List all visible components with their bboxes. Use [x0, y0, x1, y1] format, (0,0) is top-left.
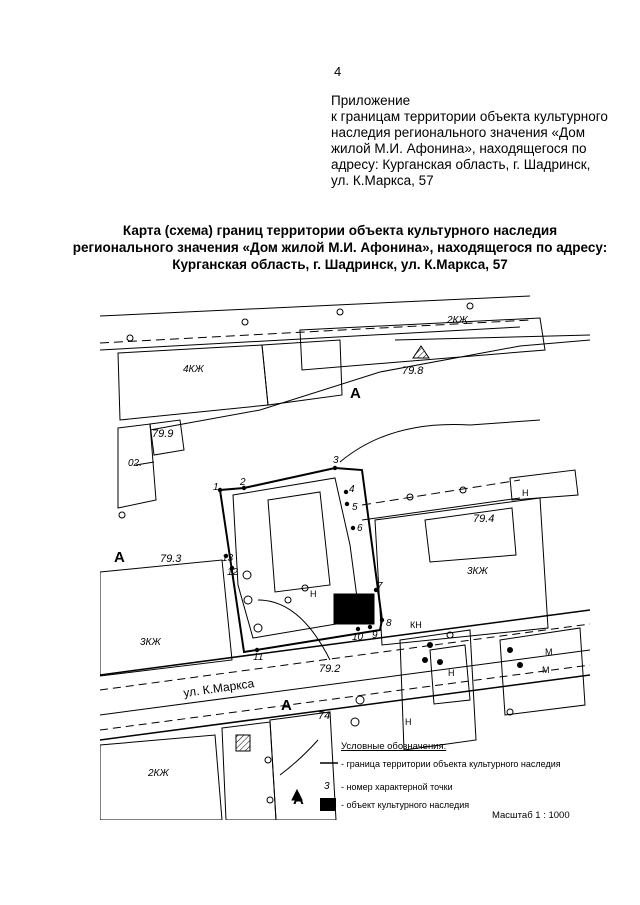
point-number: 2: [239, 477, 246, 488]
street-dashed: [361, 479, 521, 506]
building: [100, 734, 223, 820]
elevation-label: 79.8: [402, 365, 424, 377]
building: [299, 317, 546, 371]
building: [261, 339, 343, 406]
legend-item: - объект культурного наследия: [341, 800, 470, 810]
lot-line: [135, 461, 155, 466]
point-number: 7: [377, 581, 383, 592]
building: [509, 469, 579, 501]
building: [424, 507, 517, 563]
building-outline: [267, 491, 331, 593]
street-dashed: [100, 623, 590, 691]
street-edge: [100, 674, 590, 741]
legend-fill-symbol: [320, 798, 336, 811]
street-edge: [361, 497, 521, 521]
page-number: 4: [334, 64, 342, 79]
parcel-boundary: [149, 339, 590, 431]
building: [269, 711, 337, 820]
building-label: 3КЖ: [467, 566, 488, 577]
zone-letter: А: [293, 791, 304, 808]
elevation-label: 79.4: [473, 513, 494, 525]
street-name: ул. К.Маркса: [182, 676, 255, 700]
building: [399, 629, 477, 751]
building: [149, 419, 185, 456]
legend-number-symbol: 3: [324, 781, 330, 792]
point-number: 12: [227, 567, 239, 578]
annex-line: жилой М.И. Афонина», находящегося по: [331, 141, 587, 156]
elevation-label: 79.3: [160, 553, 182, 565]
zone-letter: А: [350, 385, 361, 402]
street-edge: [100, 649, 590, 716]
curved-line: [339, 419, 541, 463]
annex-line: адресу: Курганская область, г. Шадринск,: [331, 157, 591, 172]
annex-line: наследия регионального значения «Дом: [331, 125, 586, 140]
point-number: 3: [333, 455, 339, 466]
point-number: 10: [352, 632, 364, 643]
lot-line: [394, 334, 590, 341]
survey-mark: [412, 345, 430, 359]
building-label: 2КЖ: [147, 768, 169, 779]
zone-letter: А: [114, 549, 125, 566]
point-number: 13: [222, 553, 234, 564]
hatched-area: [235, 734, 251, 752]
heritage-object: [333, 593, 375, 625]
legend-title: Условные обозначения:: [341, 741, 447, 752]
legend-item: - граница территории объекта культурного…: [341, 759, 561, 769]
elevation-label: 79.2: [319, 663, 340, 675]
survey-mark: [291, 788, 303, 801]
building: [429, 644, 471, 705]
building-label: 02.: [128, 458, 142, 469]
point-number: 9: [372, 630, 378, 641]
curved-line: [257, 599, 331, 661]
building: [221, 721, 277, 820]
building: [117, 423, 157, 509]
annex-heading: Приложение: [331, 93, 411, 108]
curved-line: [279, 739, 319, 776]
map-scale: Масштаб 1 : 1000: [492, 810, 570, 821]
building-label: 4КЖ: [183, 364, 204, 375]
street-edge: [100, 326, 521, 351]
annex-note: Приложение к границам территории объекта…: [331, 93, 621, 189]
map-title-line: Карта (схема) границ территории объекта …: [122, 223, 558, 238]
building-label: 3КЖ: [140, 637, 161, 648]
building: [117, 344, 269, 421]
elevation-label: 74: [318, 710, 330, 722]
building-label: М: [545, 647, 553, 657]
characteristic-points: [217, 465, 385, 653]
map-title-line: Курганская область, г. Шадринск, ул. К.М…: [172, 257, 508, 272]
street-dashed: [100, 319, 531, 344]
building: [499, 627, 586, 716]
point-number: 6: [357, 523, 363, 534]
zone-letter: А: [281, 697, 292, 714]
building-label: М: [542, 665, 550, 675]
building: [374, 497, 549, 646]
point-number: 1: [213, 482, 219, 493]
map-title-line: регионального значения «Дом жилой М.И. А…: [72, 240, 608, 255]
building-label: Н: [522, 488, 529, 498]
building-label: 2КЖ: [446, 315, 468, 326]
building-label: КН: [410, 620, 422, 630]
legend-item: - номер характерной точки: [341, 782, 453, 792]
building-label: Н: [448, 668, 455, 678]
annex-line: к границам территории объекта культурног…: [331, 109, 608, 124]
building-label: Н: [310, 589, 317, 599]
map-title: Карта (схема) границ территории объекта …: [60, 222, 620, 273]
point-number: 5: [352, 502, 358, 513]
street-edge: [100, 295, 531, 317]
street-dashed: [100, 664, 590, 731]
building-label: Н: [405, 717, 412, 727]
elevation-label: 79.9: [152, 428, 173, 440]
point-number: 4: [349, 484, 355, 495]
annex-line: ул. К.Маркса, 57: [331, 173, 434, 188]
street-edge: [100, 609, 590, 676]
heritage-boundary: [218, 466, 384, 654]
building: [100, 559, 233, 677]
point-number: 11: [253, 652, 263, 663]
point-number: 8: [386, 618, 392, 629]
